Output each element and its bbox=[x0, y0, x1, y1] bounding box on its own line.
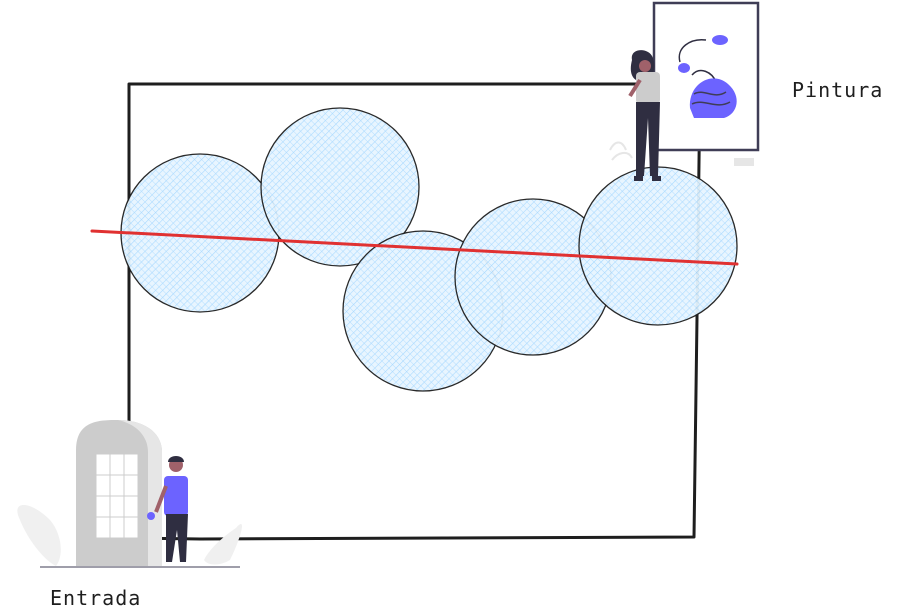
coverage-circles bbox=[120, 107, 738, 392]
entrance-figure bbox=[147, 456, 188, 562]
painting-figure bbox=[609, 50, 661, 181]
coverage-circle-2 bbox=[260, 107, 420, 267]
painting-frame bbox=[652, 1, 760, 166]
path-line bbox=[90, 229, 739, 266]
coverage-circle-5 bbox=[578, 166, 738, 326]
entrance-door bbox=[17, 420, 243, 568]
entrance-label: Entrada bbox=[50, 586, 142, 610]
painting-label: Pintura bbox=[792, 78, 884, 102]
